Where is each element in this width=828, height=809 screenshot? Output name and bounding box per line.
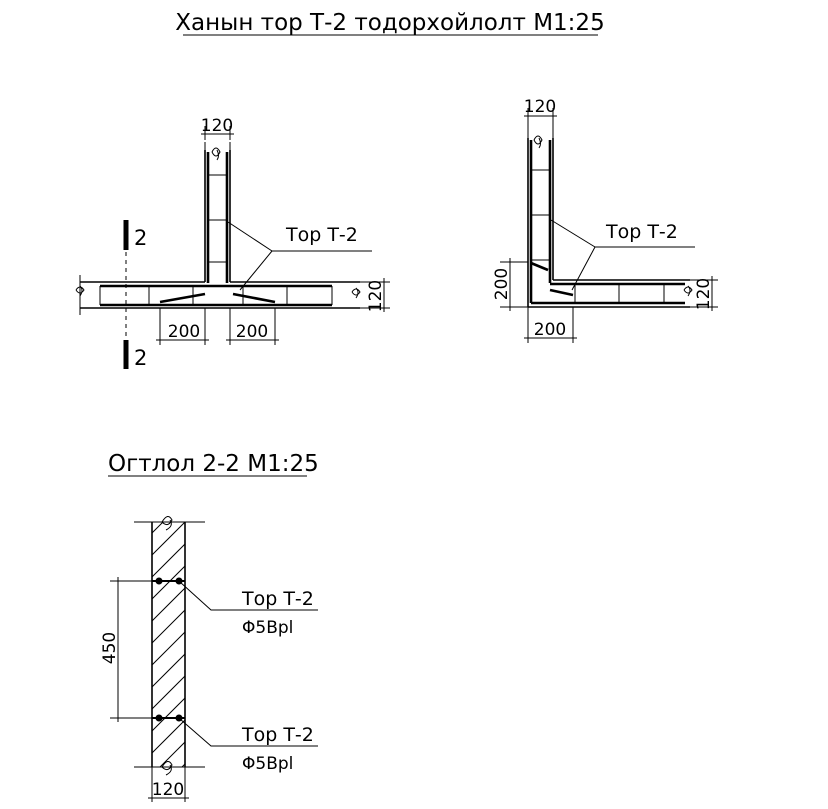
hatch-line xyxy=(152,522,185,556)
t-mesh-label: Тор Т-2 xyxy=(285,224,358,246)
section-upper-mesh-label: Тор Т-2 xyxy=(241,588,314,610)
rebar-dot xyxy=(155,714,163,722)
hatch-line xyxy=(152,719,185,754)
t-junction-plan: 2 2 120 200 200 120 Тор Т-2 xyxy=(75,116,390,370)
hatch-line xyxy=(152,653,185,688)
t-side-thickness-dim: 120 xyxy=(366,280,386,312)
t-wall-thickness-dim: 120 xyxy=(201,116,233,136)
hatch-line xyxy=(152,609,185,644)
hatch-line xyxy=(152,522,164,534)
l-corner-plan: 120 200 200 120 Тор Т-2 xyxy=(492,97,718,343)
l-vertical-lap-dim: 200 xyxy=(492,268,512,300)
hatch-line xyxy=(152,543,185,578)
t-left-lap-dim: 200 xyxy=(168,322,200,342)
hatch-line xyxy=(152,675,185,710)
hatch-line xyxy=(152,587,185,622)
drawing-title: Ханын тор Т-2 тодорхойлолт М1:25 xyxy=(175,10,604,36)
hatch-line xyxy=(159,741,185,767)
rebar-dot xyxy=(155,577,163,585)
l-side-thickness-dim: 120 xyxy=(694,278,714,310)
section-thickness-dim: 120 xyxy=(152,780,184,800)
section-lower-mesh-label: Тор Т-2 xyxy=(241,724,314,746)
hatch-line xyxy=(152,631,185,666)
section-2-2: 450 120 Тор Т-2 Φ5Bpl Тор Т-2 Φ5Bpl xyxy=(100,516,318,802)
section-title: Огтлол 2-2 М1:25 xyxy=(108,451,319,477)
l-horizontal-lap-dim: 200 xyxy=(534,320,566,340)
t-right-lap-dim: 200 xyxy=(236,322,268,342)
l-wall-thickness-dim: 120 xyxy=(524,97,556,117)
section-mark-bottom: 2 xyxy=(134,346,147,370)
section-mark-top: 2 xyxy=(134,226,147,250)
section-hatching xyxy=(152,522,185,767)
hatch-line xyxy=(152,565,185,600)
l-mesh-label: Тор Т-2 xyxy=(605,221,678,243)
hatch-line xyxy=(152,697,185,732)
section-lower-rebar-label: Φ5Bpl xyxy=(242,754,293,774)
section-upper-rebar-label: Φ5Bpl xyxy=(242,618,293,638)
section-spacing-dim: 450 xyxy=(100,632,120,664)
